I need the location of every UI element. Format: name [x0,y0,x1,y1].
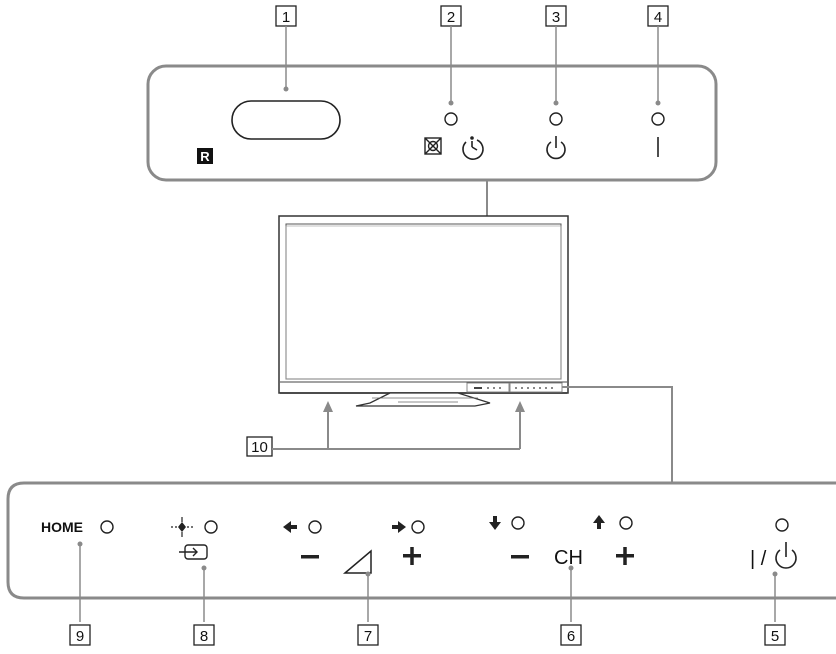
svg-text:R: R [200,149,210,164]
channel-plus-symbol [616,547,634,565]
input-select-icon [171,517,193,537]
tv-set [278,215,569,407]
top-panel-frame [146,64,718,182]
picture-off-icon [424,137,442,155]
volume-minus-symbol [301,555,319,559]
callout-2-label: 2 [447,9,455,26]
power-button [775,518,789,532]
volume-down-button [308,520,322,534]
volume-icon [342,549,372,574]
callout-3-label: 3 [552,9,560,26]
arrow-up-marker-left [323,401,333,412]
power-icon [775,542,797,569]
callout-5: 5 [764,624,786,646]
callout-5-label: 5 [771,628,779,645]
channel-minus-symbol [511,555,529,559]
callout-2: 2 [440,5,462,27]
channel-down-button [511,516,525,530]
callout-4: 4 [647,5,669,27]
callout-3: 3 [545,5,567,27]
remote-sensor [231,100,341,140]
input-icon [179,544,208,560]
home-button [100,520,114,534]
callout-10-label: 10 [251,439,268,456]
callout-1: 1 [275,5,297,27]
bottom-panel-frame [6,481,836,600]
power-label: | / [750,548,767,570]
callout-1-label: 1 [282,9,290,26]
home-label: HOME [41,519,83,535]
arrow-up-marker-right [515,401,525,412]
callout-9-label: 9 [76,628,84,645]
callout-6: 6 [560,624,582,646]
arrow-left-icon [283,521,297,533]
ch-label: CH [554,547,583,569]
channel-up-button [619,516,633,530]
power-standby-led [549,112,563,126]
callout-8-label: 8 [200,628,208,645]
picture-off-timer-led [444,112,458,126]
bottom-panel-connector [562,386,673,483]
callout-6-label: 6 [567,628,575,645]
timer-icon [462,136,484,160]
power-indicator-icon [546,136,566,160]
arrow-up-icon [593,515,605,529]
callout-10: 10 [246,436,273,457]
ir-sensor-icon: R [197,148,213,164]
callout-8: 8 [193,624,215,646]
callout-7: 7 [357,624,379,646]
callout-9: 9 [69,624,91,646]
volume-up-button [411,520,425,534]
arrow-right-icon [392,521,406,533]
standby-led [651,112,665,126]
arrow-down-icon [489,516,501,530]
callout-7-label: 7 [364,628,372,645]
volume-plus-symbol [403,547,421,565]
callout-4-label: 4 [654,9,662,26]
input-button [204,520,218,534]
